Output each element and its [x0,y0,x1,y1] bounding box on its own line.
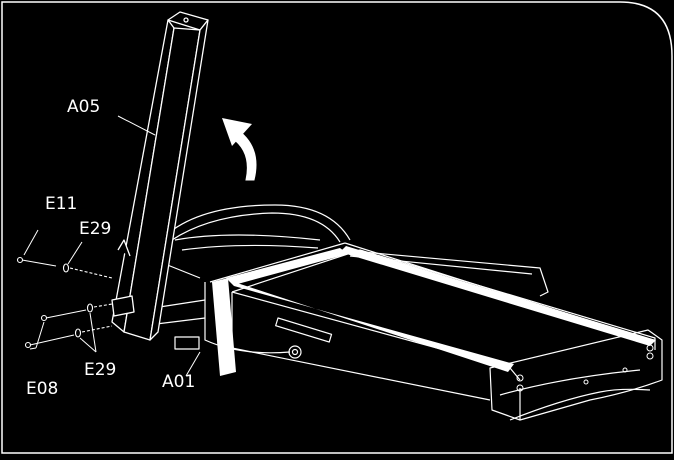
label-e11: E11 [45,194,78,214]
label-e29-top: E29 [79,219,112,239]
label-a05: A05 [67,97,101,117]
label-a01: A01 [162,372,196,392]
lift-arrow-icon [222,118,257,181]
label-e29-bottom: E29 [84,360,117,380]
bolts-and-washers [16,256,113,349]
leader-lines [23,115,201,377]
deck-screws [516,344,654,392]
belt-stripes [212,246,656,376]
label-e08: E08 [26,379,59,399]
upright-post [111,11,209,341]
